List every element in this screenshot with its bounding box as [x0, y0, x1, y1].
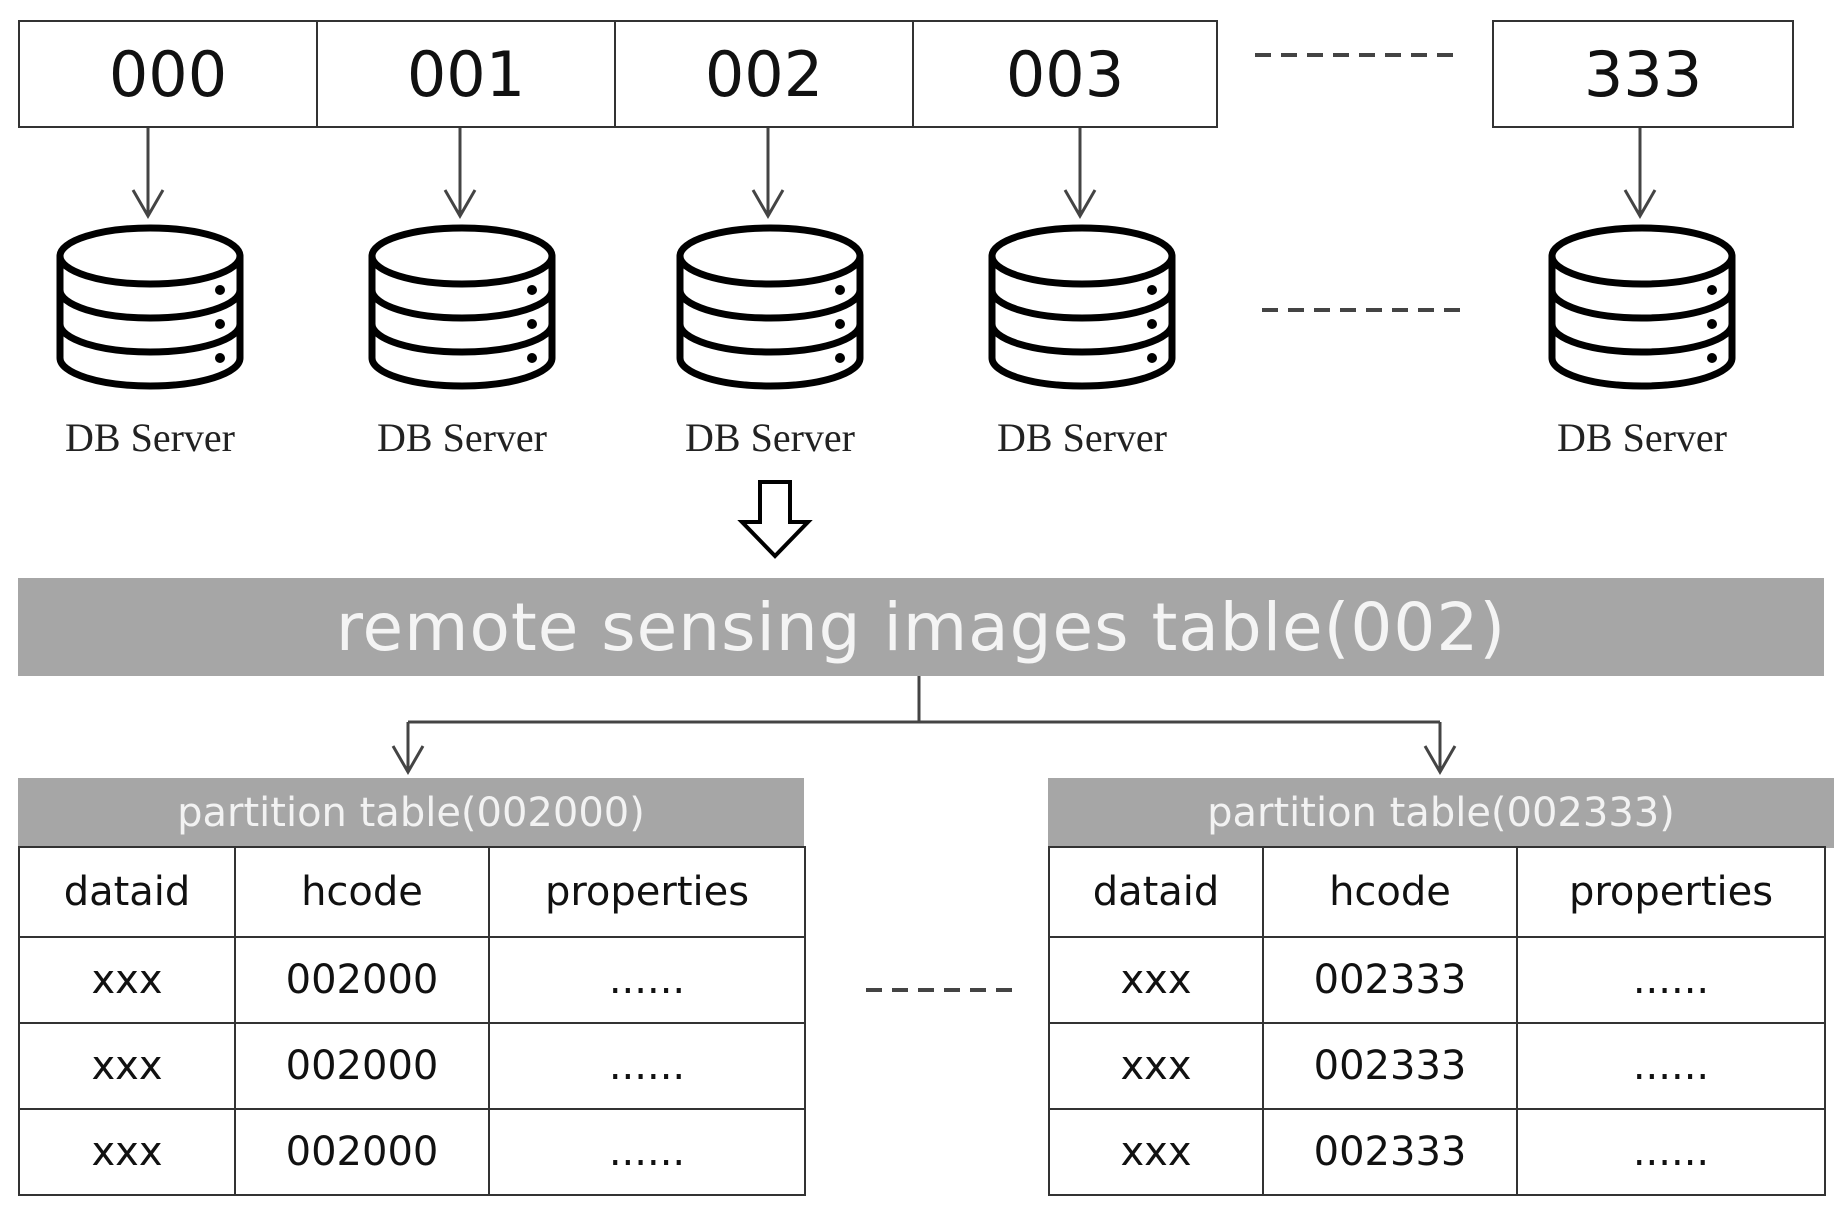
- database-icon: [992, 228, 1172, 386]
- column-header: dataid: [18, 846, 236, 938]
- database-icon: [1552, 228, 1732, 386]
- table-cell: 002333: [1262, 1108, 1518, 1196]
- table-row: xxx 002000 ......: [18, 1108, 806, 1196]
- table-cell: xxx: [1048, 1108, 1264, 1196]
- db-server-label: DB Server: [1557, 415, 1727, 460]
- arrow-key-000: [131, 126, 165, 218]
- db-server-label: DB Server: [377, 415, 547, 460]
- key-box-000: 000: [18, 20, 318, 128]
- partition-title-left: partition table(002000): [18, 778, 804, 848]
- table-row: xxx 002333 ......: [1048, 936, 1826, 1024]
- column-header: properties: [488, 846, 806, 938]
- column-header: hcode: [234, 846, 490, 938]
- db-server-label: DB Server: [997, 415, 1167, 460]
- column-header: hcode: [1262, 846, 1518, 938]
- partition-header-row: dataid hcode properties: [1048, 846, 1826, 938]
- partition-header-row: dataid hcode properties: [18, 846, 806, 938]
- table-row: xxx 002333 ......: [1048, 1022, 1826, 1110]
- key-box-001: 001: [316, 20, 616, 128]
- table-cell: 002000: [234, 1022, 490, 1110]
- table-cell: xxx: [18, 936, 236, 1024]
- column-header: dataid: [1048, 846, 1264, 938]
- table-cell: 002000: [234, 936, 490, 1024]
- table-cell: xxx: [18, 1108, 236, 1196]
- key-box-002: 002: [614, 20, 914, 128]
- db-server-label: DB Server: [65, 415, 235, 460]
- table-cell: xxx: [18, 1022, 236, 1110]
- table-row: xxx 002333 ......: [1048, 1108, 1826, 1196]
- branch-connector: [391, 676, 1457, 776]
- table-row: xxx 002000 ......: [18, 1022, 806, 1110]
- table-cell: ......: [488, 1022, 806, 1110]
- table-cell: 002333: [1262, 1022, 1518, 1110]
- database-icon: [60, 228, 240, 386]
- db-server-label: DB Server: [685, 415, 855, 460]
- table-cell: ......: [1516, 1022, 1826, 1110]
- database-icon: [372, 228, 552, 386]
- key-box-333: 333: [1492, 20, 1794, 128]
- table-cell: xxx: [1048, 936, 1264, 1024]
- database-icon: [680, 228, 860, 386]
- table-cell: xxx: [1048, 1022, 1264, 1110]
- hollow-down-arrow: [737, 480, 813, 559]
- arrow-key-002: [751, 126, 785, 218]
- table-cell: ......: [488, 936, 806, 1024]
- table-row: xxx 002000 ......: [18, 936, 806, 1024]
- partition-table-right: dataid hcode properties xxx 002333 .....…: [1048, 846, 1826, 1196]
- table-cell: 002333: [1262, 936, 1518, 1024]
- arrow-key-001: [443, 126, 477, 218]
- table-cell: ......: [1516, 936, 1826, 1024]
- partition-title-right: partition table(002333): [1048, 778, 1834, 848]
- key-box-003: 003: [912, 20, 1218, 128]
- table-cell: ......: [1516, 1108, 1826, 1196]
- column-header: properties: [1516, 846, 1826, 938]
- table-cell: 002000: [234, 1108, 490, 1196]
- arrow-key-003: [1063, 126, 1097, 218]
- partition-table-left: dataid hcode properties xxx 002000 .....…: [18, 846, 806, 1196]
- table-cell: ......: [488, 1108, 806, 1196]
- arrow-key-333: [1623, 126, 1657, 218]
- main-table-banner: remote sensing images table(002): [18, 578, 1824, 676]
